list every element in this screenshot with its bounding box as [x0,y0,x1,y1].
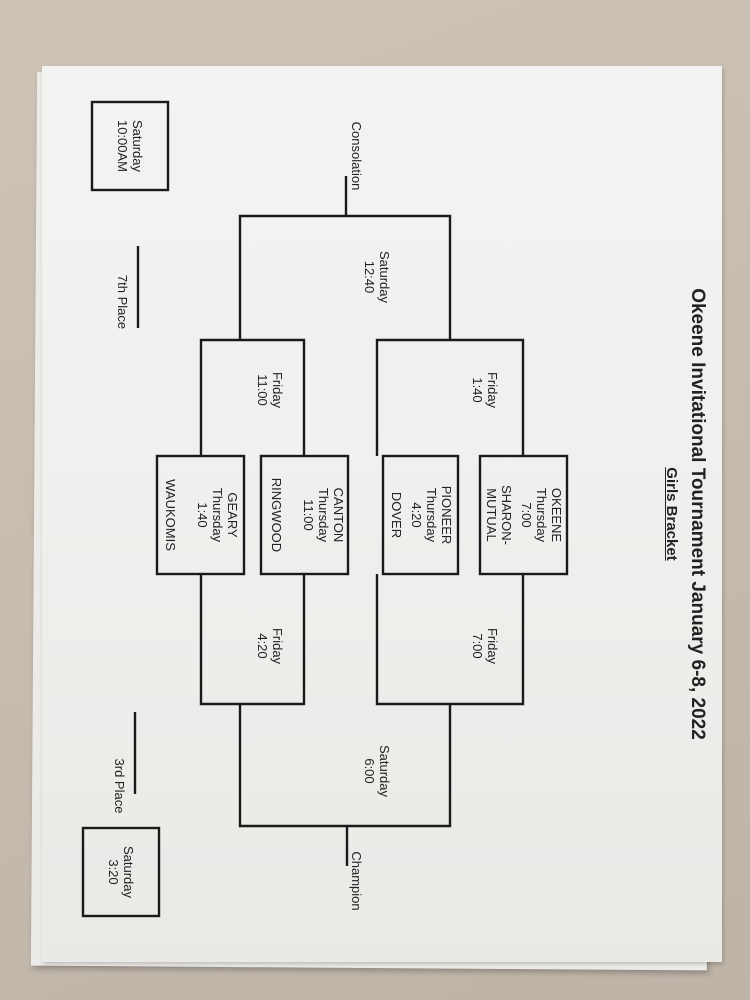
seventh-place-box [90,100,170,192]
game-box-2 [381,454,460,576]
losers-b-time: 11:00 [255,374,270,406]
game2-time: 4:20 [409,502,424,528]
team-okeene: OKEENE [549,487,564,543]
third-place-label: 3rd Place [112,758,127,814]
third-place-box [81,826,161,918]
seventh-place-day: Saturday [130,119,145,173]
winners-bracket-b [199,574,306,706]
consolation-final-bracket [238,214,452,340]
game4-time: 1:40 [195,502,210,528]
winners-a-time: 7:00 [470,633,485,659]
final-bracket [238,704,452,828]
team-canton: CANTON [331,487,346,543]
consolation-time: 12:40 [362,260,377,294]
winners-b-day: Friday [270,627,285,665]
game4-day: Thursday [210,487,225,543]
seventh-place-time: 10:00AM [115,119,130,173]
final-time: 6:00 [362,758,377,784]
sheet-content: Okeene Invitational Tournament January 6… [42,66,722,962]
third-place-day: Saturday [121,845,136,899]
consolation-label: Consolation [349,121,364,191]
consolation-day: Saturday [377,250,392,304]
winners-bracket-a [375,574,525,706]
game3-day: Thursday [316,487,331,543]
final-day: Saturday [377,744,392,798]
losers-b-day: Friday [270,371,285,409]
third-place-time: 3:20 [106,859,121,885]
game1-day: Thursday [534,487,549,543]
losers-a-day: Friday [485,371,500,409]
consolation-bracket-a [375,338,525,456]
consolation-bracket-b [199,338,306,456]
team-sharon-mutual: SHARON-MUTUAL [484,485,514,545]
champion-label: Champion [349,851,364,911]
team-dover: DOVER [389,491,404,539]
winners-a-day: Friday [485,627,500,665]
seventh-place-label: 7th Place [115,274,130,330]
bracket-lines [81,100,569,918]
team-waukomis: WAUKOMIS [163,479,178,551]
winners-b-time: 4:20 [255,633,270,659]
bracket-sheet: Okeene Invitational Tournament January 6… [42,66,722,962]
game1-time: 7:00 [519,502,534,528]
team-pioneer: PIONEER [439,485,454,545]
team-ringwood: RINGWOOD [269,477,284,553]
losers-a-time: 1:40 [470,377,485,403]
game3-time: 11:00 [301,499,316,531]
game2-day: Thursday [424,487,439,543]
team-geary: GEARY [225,492,240,538]
